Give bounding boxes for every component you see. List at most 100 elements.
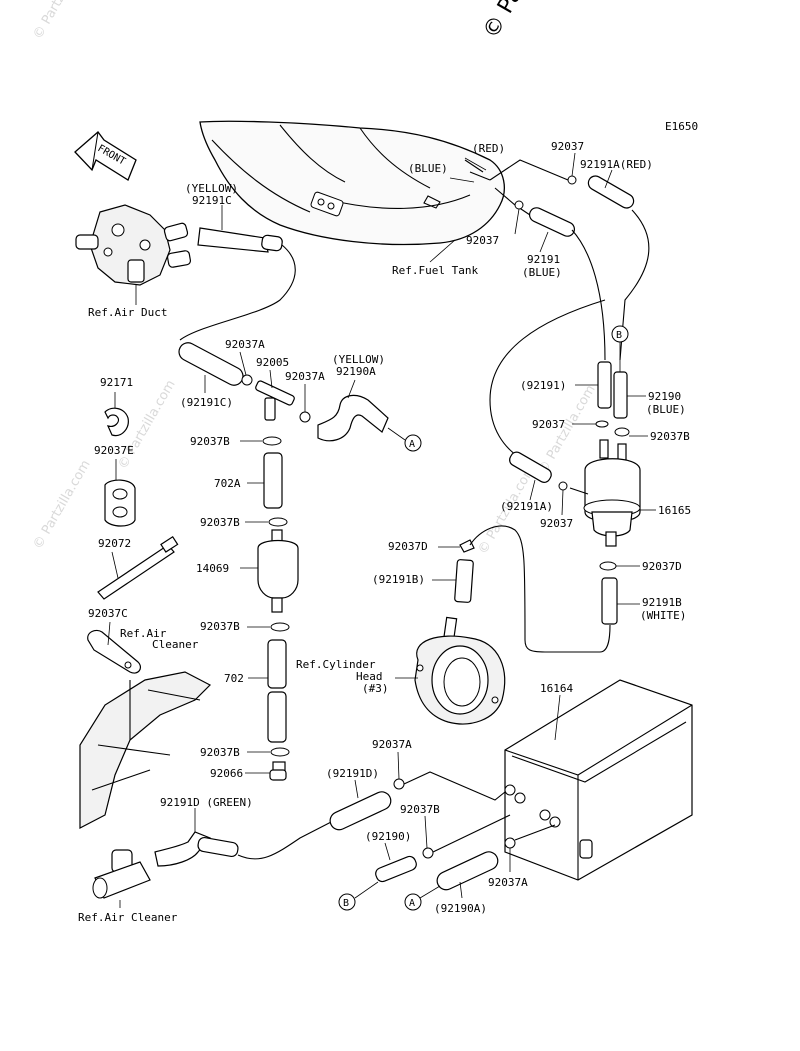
label-blue-2: (BLUE) — [522, 266, 562, 279]
label-92037A-4: 92037A — [488, 876, 528, 889]
clamp-92037D-2 — [599, 561, 617, 571]
callout-a-2: A — [404, 893, 422, 911]
hose-92191D-green — [154, 831, 239, 867]
label-92037B-3: 92037B — [200, 620, 240, 633]
label-ref-cyl-head-c: (#3) — [362, 682, 389, 695]
label-92037-r1: 92037 — [532, 418, 565, 431]
watermark-text: © Partzilla.com — [30, 0, 93, 42]
label-92190A-paren: (92190A) — [434, 902, 487, 915]
label-92171: 92171 — [100, 376, 133, 389]
bracket-92037C — [87, 629, 142, 674]
clamp-92037A-4 — [504, 837, 516, 849]
label-ref-cyl-head-b: Head — [356, 670, 383, 683]
clamp-92037B-3 — [270, 622, 290, 632]
label-blue-3: (BLUE) — [646, 403, 686, 416]
air-duct-assembly — [75, 204, 192, 286]
clamp-92037D-1 — [459, 539, 475, 553]
label-yellow-1: (YELLOW) — [185, 182, 238, 195]
label-yellow-2: (YELLOW) — [332, 353, 385, 366]
clamp-92037-mid — [514, 200, 524, 210]
label-16164: 16164 — [540, 682, 573, 695]
hose-92191-blue — [528, 207, 576, 237]
label-92190: 92190 — [648, 390, 681, 403]
callout-a-1: A — [404, 434, 422, 452]
hose-92191D-paren — [329, 791, 392, 831]
front-arrow-icon: FRONT — [74, 131, 137, 181]
clamp-92037-r2 — [558, 481, 568, 491]
label-92066: 92066 — [210, 767, 243, 780]
clip-92037E — [104, 479, 136, 527]
hose-92191B-white — [601, 577, 618, 625]
label-92191D-paren: (92191D) — [326, 767, 379, 780]
clamp-92037A-2 — [299, 411, 311, 423]
fitting-92005 — [255, 380, 295, 421]
hose-92190-right — [613, 371, 628, 419]
callout-b-label: B — [343, 898, 349, 909]
label-92037E: 92037E — [94, 444, 134, 457]
label-92037-top: 92037 — [551, 140, 584, 153]
hose-92191C-yellow — [197, 227, 283, 253]
label-92191B-paren: (92191B) — [372, 573, 425, 586]
label-92037A-1: 92037A — [225, 338, 265, 351]
clamp-92037B-5 — [422, 847, 434, 859]
hose-92190-paren — [375, 855, 417, 883]
clamp-92037A-1 — [241, 374, 253, 386]
hose-702A — [263, 452, 283, 509]
fuel-tank-shape — [199, 120, 505, 246]
callout-a-label: A — [409, 439, 415, 450]
label-ref-air-duct: Ref.Air Duct — [88, 306, 167, 319]
label-92037-mid: 92037 — [466, 234, 499, 247]
label-92191B: 92191B — [642, 596, 682, 609]
clamp-92037B-2 — [268, 517, 288, 527]
callout-b-1: B — [611, 325, 629, 343]
label-white: (WHITE) — [640, 609, 686, 622]
label-14069: 14069 — [196, 562, 229, 575]
label-92037D-2: 92037D — [642, 560, 682, 573]
label-ref-air-cleaner-1a: Ref.Air — [120, 627, 167, 640]
label-92037D-1: 92037D — [388, 540, 428, 553]
label-92191D-green: 92191D (GREEN) — [160, 796, 253, 809]
hose-92191B-left — [454, 559, 474, 603]
label-92072: 92072 — [98, 537, 131, 550]
label-92005: 92005 — [256, 356, 289, 369]
air-cleaner-fitting — [92, 849, 151, 899]
hose-92191-right — [597, 361, 612, 409]
hose-92190A-paren — [436, 851, 499, 891]
label-92191A-red: 92191A(RED) — [580, 158, 653, 171]
label-92037B-1: 92037B — [190, 435, 230, 448]
hose-92191A-red — [587, 175, 635, 209]
label-92190A: 92190A — [336, 365, 376, 378]
label-blue-1: (BLUE) — [408, 162, 448, 175]
hose-92191A-paren — [509, 451, 552, 483]
canister-16164 — [504, 679, 693, 881]
air-cleaner-body — [79, 671, 212, 829]
label-92037C: 92037C — [88, 607, 128, 620]
cylinder-head-fitting — [414, 616, 506, 725]
label-702: 702 — [224, 672, 244, 685]
clamp-92037B-4 — [270, 747, 290, 757]
diagram-code: E1650 — [665, 120, 698, 133]
clamp-92037A-3 — [393, 778, 405, 790]
label-92191C: 92191C — [192, 194, 232, 207]
label-92037A-3: 92037A — [372, 738, 412, 751]
callout-b-2: B — [338, 893, 356, 911]
label-92037B-2: 92037B — [200, 516, 240, 529]
label-92037B-r: 92037B — [650, 430, 690, 443]
label-92190-paren: (92190) — [365, 830, 411, 843]
fitting-92066 — [269, 761, 287, 781]
clamp-92037B-1 — [262, 436, 282, 446]
watermark-text: © Partzilla.com — [30, 458, 93, 552]
label-92037B-5: 92037B — [400, 803, 440, 816]
label-92037A-2: 92037A — [285, 370, 325, 383]
label-92191C-paren: (92191C) — [180, 396, 233, 409]
label-16165: 16165 — [658, 504, 691, 517]
clamp-92037B-r — [614, 427, 630, 437]
callout-a-label: A — [409, 898, 415, 909]
label-702A: 702A — [214, 477, 241, 490]
copyright-text: © Partzilla.com — [479, 0, 586, 43]
label-ref-cyl-head-a: Ref.Cylinder — [296, 658, 376, 671]
label-ref-air-cleaner-1b: Cleaner — [152, 638, 199, 651]
label-ref-fuel-tank: Ref.Fuel Tank — [392, 264, 478, 277]
callout-b-label: B — [616, 330, 622, 341]
